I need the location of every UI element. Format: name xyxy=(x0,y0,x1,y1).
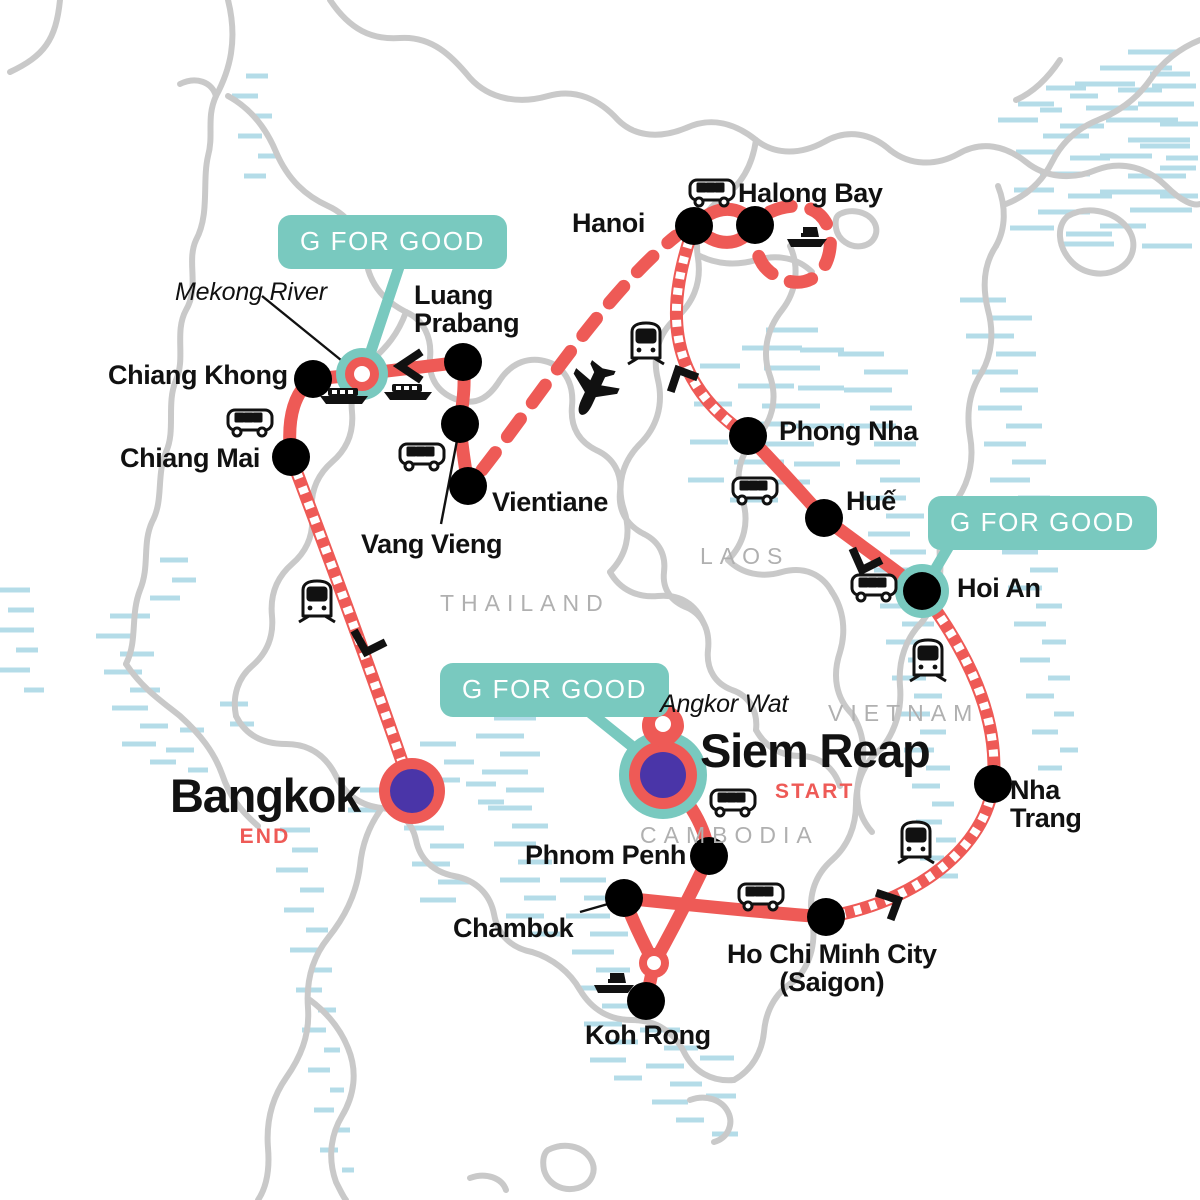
city-label-siem-reap: Siem Reap xyxy=(700,724,931,777)
badge-label: G FOR GOOD xyxy=(462,674,647,704)
city-label-line: (Saigon) xyxy=(779,967,885,998)
city-label-bangkok: Bangkok xyxy=(170,769,361,822)
dot-ho-chi-minh-city xyxy=(807,898,845,936)
poi-label-mekong-river: Mekong River xyxy=(175,278,327,306)
city-label-hoi-an[interactable]: Hoi An xyxy=(957,573,1041,603)
arrow-to-chiang-khong xyxy=(392,348,424,384)
city-dots[interactable] xyxy=(272,206,1012,1020)
city-label-line: Nha xyxy=(1010,775,1060,805)
country-label-laos: LAOS xyxy=(700,543,790,569)
dot-chiang-khong xyxy=(294,360,332,398)
dot-luang-prabang xyxy=(444,343,482,381)
bus-icon xyxy=(709,788,757,818)
plane-icon xyxy=(573,360,620,415)
route-dashed-lines xyxy=(475,199,837,477)
arrow-to-hcmc xyxy=(874,888,904,922)
halong-bay-cruise-loop xyxy=(750,199,837,289)
bus-icon xyxy=(398,442,446,472)
city-label-ho-chi-minh-city[interactable]: Ho Chi Minh City (Saigon) xyxy=(727,940,937,996)
g-for-good-badge-siem-reap[interactable]: G FOR GOOD xyxy=(440,663,669,717)
dot-vientiane xyxy=(449,467,487,505)
city-label-nha-trang[interactable]: Nha Trang xyxy=(1010,776,1082,832)
bus-icon xyxy=(226,408,274,438)
dot-chiang-mai xyxy=(272,438,310,476)
dot-vang-vieng xyxy=(441,405,479,443)
city-label-line: Luang xyxy=(414,280,493,310)
dot-hoi-an[interactable] xyxy=(895,564,949,618)
city-label-koh-rong[interactable]: Koh Rong xyxy=(585,1020,711,1050)
dot-koh-rong xyxy=(627,982,665,1020)
country-label-vietnam: VIETNAM xyxy=(828,700,980,726)
dot-halong-bay xyxy=(736,206,774,244)
g-for-good-badge-hoi-an[interactable]: G FOR GOOD xyxy=(928,496,1157,550)
city-label-line: Trang xyxy=(1010,803,1082,834)
arrow-to-phong-nha xyxy=(666,364,700,394)
city-label-chiang-khong[interactable]: Chiang Khong xyxy=(108,360,288,390)
city-label-hue[interactable]: Huế xyxy=(846,486,896,516)
city-label-phnom-penh[interactable]: Phnom Penh xyxy=(525,840,687,870)
boat-icon xyxy=(787,227,827,247)
dot-nha-trang xyxy=(974,765,1012,803)
boat-icon xyxy=(320,388,368,404)
train-icon xyxy=(909,638,947,683)
train-icon xyxy=(897,820,935,865)
dot-phong-nha xyxy=(729,417,767,455)
flight-path-vientiane-hanoi xyxy=(475,229,683,477)
dot-phnom-penh xyxy=(690,837,728,875)
city-label-phong-nha[interactable]: Phong Nha xyxy=(779,416,918,446)
transport-icons xyxy=(226,178,947,993)
bus-icon xyxy=(850,573,898,603)
city-label-siem-reap-group[interactable]: Siem Reap START xyxy=(700,723,931,804)
dot-chambok xyxy=(605,879,643,917)
city-label-bangkok-group[interactable]: Bangkok END xyxy=(170,768,361,849)
marker-start-siem-reap[interactable] xyxy=(619,731,707,819)
marker-end-bangkok[interactable] xyxy=(379,758,445,824)
city-label-vang-vieng[interactable]: Vang Vieng xyxy=(361,529,503,559)
badge-label: G FOR GOOD xyxy=(950,507,1135,537)
city-label-line: Ho Chi Minh City xyxy=(727,939,937,969)
city-label-chiang-mai[interactable]: Chiang Mai xyxy=(120,443,261,473)
arrow-to-hoi-an xyxy=(848,546,884,576)
start-badge: START xyxy=(775,780,855,803)
city-label-hanoi[interactable]: Hanoi xyxy=(572,208,646,238)
city-label-chambok[interactable]: Chambok xyxy=(453,913,574,943)
bus-icon xyxy=(731,476,779,506)
bus-icon xyxy=(688,178,736,208)
connector-mekong-badge xyxy=(360,252,408,372)
city-label-vientiane[interactable]: Vientiane xyxy=(492,487,608,517)
junction-koh-rong-ferry[interactable] xyxy=(639,948,669,978)
leader-vang-vieng xyxy=(439,429,461,525)
g-for-good-badge-mekong[interactable]: G FOR GOOD xyxy=(278,215,507,269)
direction-arrows xyxy=(350,348,904,922)
bus-icon xyxy=(737,882,785,912)
end-badge: END xyxy=(239,825,291,848)
junction-mekong-river[interactable] xyxy=(336,348,388,400)
badge-label: G FOR GOOD xyxy=(300,226,485,256)
country-label-thailand: THAILAND xyxy=(440,590,610,616)
boat-icon xyxy=(594,973,634,993)
city-label-halong-bay[interactable]: Halong Bay xyxy=(738,178,883,208)
poi-label-angkor-wat: Angkor Wat xyxy=(660,690,789,718)
city-label-line: Prabang xyxy=(414,308,520,339)
boat-icon xyxy=(384,384,432,400)
dot-hanoi xyxy=(675,207,713,245)
leader-mekong-river xyxy=(261,295,353,370)
arrow-to-bangkok xyxy=(350,628,388,658)
city-label-luang-prabang[interactable]: Luang Prabang xyxy=(414,280,520,339)
train-icon xyxy=(627,321,665,366)
train-icon xyxy=(298,579,336,624)
route-train-lines xyxy=(284,223,1001,924)
country-borders xyxy=(7,0,1200,1200)
country-label-cambodia: CAMBODIA xyxy=(640,822,819,848)
dot-hue xyxy=(805,499,843,537)
